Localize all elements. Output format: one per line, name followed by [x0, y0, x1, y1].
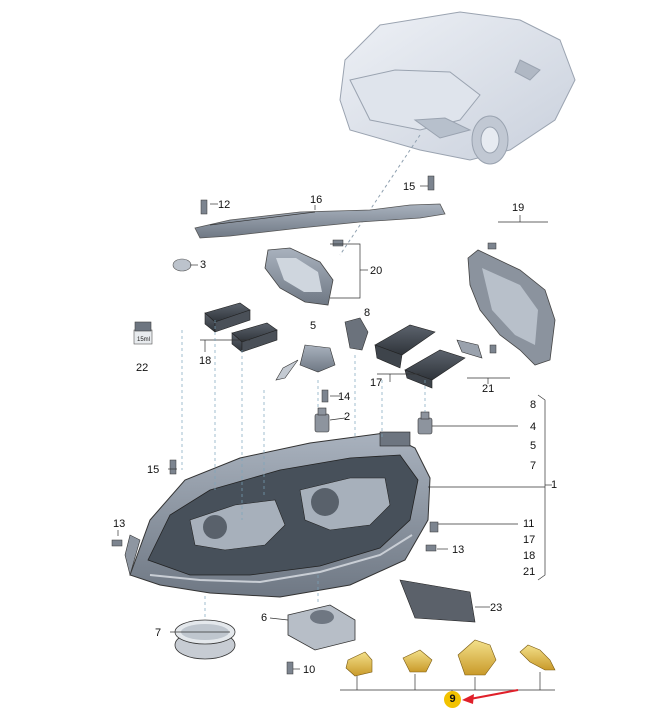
part-18-modules: [204, 302, 278, 353]
callout-23: 23: [490, 602, 503, 614]
highlight-arrow: [462, 689, 519, 704]
leader-lines: [117, 185, 555, 692]
part-1-headlight: [124, 431, 431, 598]
callout-9-highlighted: 9: [444, 691, 461, 708]
jar-label: 15ml: [137, 337, 150, 343]
callout-8-right: 8: [530, 399, 537, 411]
car-illustration: [339, 11, 576, 165]
callout-15-top: 15: [403, 181, 416, 193]
callout-14: 14: [338, 391, 351, 403]
callout-11: 11: [523, 518, 535, 530]
callout-20: 20: [370, 265, 383, 277]
guide-lines: [181, 320, 426, 620]
callout-13-left: 13: [113, 518, 126, 530]
part-7-ring: [174, 619, 236, 660]
callout-7-right: 7: [530, 460, 537, 472]
part-2-adjuster: [314, 407, 330, 433]
part-22-jar: [133, 321, 153, 345]
part-17-modules: [374, 324, 466, 389]
callout-16: 16: [310, 194, 323, 206]
callout-1: 1: [551, 479, 558, 491]
callout-15-left: 15: [147, 464, 160, 476]
callout-7-left: 7: [155, 627, 162, 639]
callout-22: 22: [136, 362, 149, 374]
callout-4: 4: [530, 421, 537, 433]
part-8-shield: [344, 317, 369, 351]
callout-21-left: 21: [482, 383, 495, 395]
part-23-cover: [399, 579, 476, 623]
callout-17-left: 17: [370, 377, 383, 389]
part-6-control-unit: [287, 604, 356, 651]
callout-2: 2: [344, 411, 351, 423]
callout-17-right: 17: [523, 534, 536, 546]
callout-10: 10: [303, 664, 316, 676]
callout-12: 12: [218, 199, 231, 211]
callout-8-top: 8: [364, 307, 371, 319]
callout-18-right: 18: [523, 550, 536, 562]
callout-13-right: 13: [452, 544, 465, 556]
part-4-adjuster: [417, 411, 433, 435]
callout-3: 3: [200, 259, 207, 271]
screws: [111, 175, 497, 675]
part-5-bulb: [275, 344, 336, 381]
callout-18-left: 18: [199, 355, 212, 367]
callout-19: 19: [512, 202, 525, 214]
part-9-brackets: [345, 639, 556, 677]
callout-21-right: 21: [523, 566, 536, 578]
callout-5-right: 5: [530, 440, 537, 452]
part-21-connectors: [456, 339, 483, 359]
part-3-cap: [172, 258, 192, 272]
callout-6: 6: [261, 612, 268, 624]
part-16-bracket: [194, 203, 446, 239]
callout-5-top: 5: [310, 320, 317, 332]
